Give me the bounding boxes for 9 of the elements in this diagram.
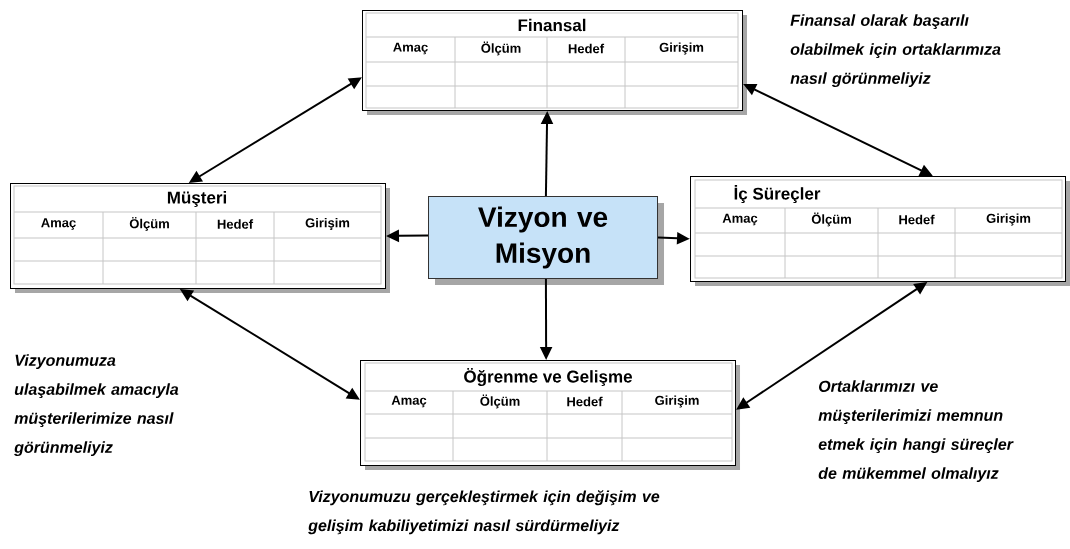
table-box: İç Süreçler Amaç Ölçüm Hedef Girişim [690,176,1070,286]
table-box: Öğrenme ve Gelişme Amaç Ölçüm Hedef Girişim [360,360,740,470]
table-box: Finansal Amaç Ölçüm Hedef Girişim [362,10,747,115]
question-text: Finansal olarak başarılı olabilmek için ortaklarımıza nasıl görünmeliyiz [790,14,1001,88]
process-box: Vizyon ve Misyon [428,196,664,285]
question-text: Vizyonumuza ulaşabilmek amacıyla müşterilerimize nasıl görünmeliyiz [14,354,179,457]
table-box: Müşteri Amaç Ölçüm Hedef Girişim [10,183,390,293]
question-text: Ortaklarımızı ve müşterilerimizi memnun etmek için hangi süreçler de mükemmel olmalıyız [818,380,1014,483]
question-text: Vizyonumuzu gerçekleştirmek için değişim ve gelişim kabiliyetimizi nasıl sürdürmeliyiz [308,490,660,535]
